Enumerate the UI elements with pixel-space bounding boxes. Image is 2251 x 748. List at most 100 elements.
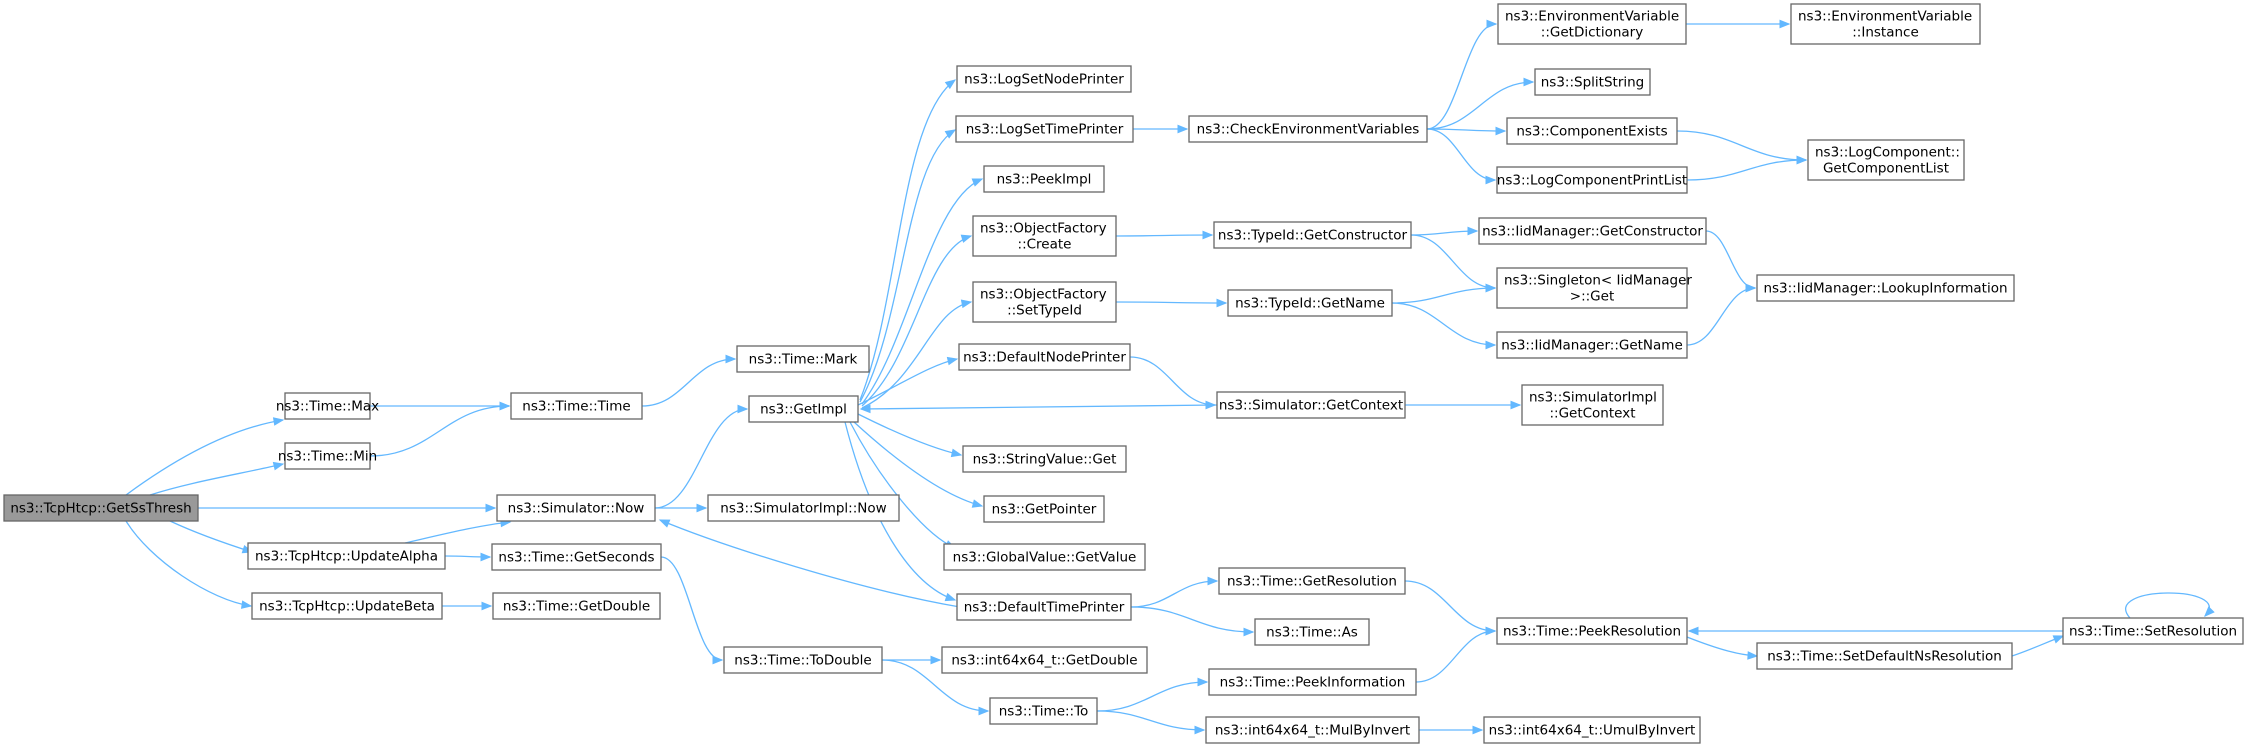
node-umulbyinv[interactable]: ns3::int64x64_t::UmulByInvert <box>1483 716 1701 744</box>
node-label: ns3::int64x64_t::MulByInvert <box>1215 723 1410 739</box>
node-tmark[interactable]: ns3::Time::Mark <box>736 345 870 373</box>
node-tas[interactable]: ns3::Time::As <box>1254 618 1370 646</box>
node-label: ns3::SplitString <box>1541 75 1645 91</box>
edge-tpeekres-to-setdefres <box>1686 636 1759 660</box>
node-box <box>1483 716 1701 744</box>
edge-checkenv-to-logcompprint <box>1426 128 1497 185</box>
node-label: ns3::TcpHtcp::GetSsThresh <box>10 501 191 517</box>
node-box <box>972 215 1117 257</box>
node-label: ns3::PeekImpl <box>997 172 1092 188</box>
node-box <box>1496 331 1688 359</box>
edge-tto-to-tpeekinfo <box>1096 677 1209 712</box>
node-tto[interactable]: ns3::Time::To <box>989 697 1098 725</box>
node-label: ns3::IidManager::LookupInformation <box>1763 281 2007 297</box>
node-getimpl[interactable]: ns3::GetImpl <box>748 395 859 423</box>
node-label: ns3::EnvironmentVariable <box>1798 9 1972 25</box>
node-tmin[interactable]: ns3::Time::Min <box>278 442 377 470</box>
node-upbeta[interactable]: ns3::TcpHtcp::UpdateBeta <box>251 592 443 620</box>
node-setdefres[interactable]: ns3::Time::SetDefaultNsResolution <box>1756 642 2013 670</box>
node-deftime[interactable]: ns3::DefaultTimePrinter <box>956 593 1132 621</box>
node-label: ::Create <box>1018 237 1072 253</box>
node-label: ns3::LogSetNodePrinter <box>964 72 1124 88</box>
edge-getimpl-to-peekimpl <box>861 178 984 405</box>
node-gvget[interactable]: ns3::GlobalValue::GetValue <box>943 543 1146 571</box>
node-box <box>2062 617 2244 645</box>
node-logsetnode[interactable]: ns3::LogSetNodePrinter <box>956 65 1132 93</box>
node-getseconds[interactable]: ns3::Time::GetSeconds <box>491 543 662 571</box>
node-box <box>1205 716 1420 744</box>
node-label: ns3::SimulatorImpl <box>1529 390 1657 406</box>
node-ofcreate[interactable]: ns3::ObjectFactory::Create <box>972 215 1117 257</box>
node-box <box>958 343 1131 371</box>
node-tpeekinfo[interactable]: ns3::Time::PeekInformation <box>1208 668 1417 696</box>
node-box <box>491 543 662 571</box>
node-tsetres[interactable]: ns3::Time::SetResolution <box>2062 617 2244 645</box>
node-mulbyinv[interactable]: ns3::int64x64_t::MulByInvert <box>1205 716 1420 744</box>
node-tgetres[interactable]: ns3::Time::GetResolution <box>1218 567 1406 595</box>
node-envdict[interactable]: ns3::EnvironmentVariable::GetDictionary <box>1497 3 1687 45</box>
edge-getimpl-to-logsetnode <box>859 79 957 401</box>
edge-root-to-simnow <box>198 503 497 513</box>
edge-checkenv-to-splitstr <box>1426 77 1535 130</box>
node-peekimpl[interactable]: ns3::PeekImpl <box>983 165 1105 193</box>
node-defnode[interactable]: ns3::DefaultNodePrinter <box>958 343 1131 371</box>
node-box <box>989 697 1098 725</box>
node-compexists[interactable]: ns3::ComponentExists <box>1506 117 1678 145</box>
node-label: ns3::LogComponentPrintList <box>1497 173 1687 189</box>
node-splitstr[interactable]: ns3::SplitString <box>1534 68 1651 96</box>
node-label: ns3::Time::PeekInformation <box>1220 675 1406 691</box>
edge-upbeta-to-getdouble <box>442 601 493 611</box>
node-iidlookup[interactable]: ns3::IidManager::LookupInformation <box>1756 274 2015 302</box>
node-box <box>943 543 1146 571</box>
node-box <box>983 165 1105 193</box>
node-todouble[interactable]: ns3::Time::ToDouble <box>723 646 883 674</box>
node-iidgetname[interactable]: ns3::IidManager::GetName <box>1496 331 1688 359</box>
node-logsettime[interactable]: ns3::LogSetTimePrinter <box>955 115 1134 143</box>
node-box <box>3 494 199 522</box>
node-box <box>983 495 1105 523</box>
node-label: ns3::int64x64_t::UmulByInvert <box>1489 723 1696 739</box>
node-tidgetctor[interactable]: ns3::TypeId::GetConstructor <box>1213 221 1412 249</box>
node-root[interactable]: ns3::TcpHtcp::GetSsThresh <box>3 494 199 522</box>
node-singleton[interactable]: ns3::Singleton< IidManager >::Get <box>1496 267 1692 309</box>
edge-tto-to-mulbyinv <box>1096 710 1206 735</box>
edge-ttime-to-tmark <box>641 354 737 407</box>
edge-simgetctx-to-getimpl <box>859 404 1218 414</box>
node-upalpha[interactable]: ns3::TcpHtcp::UpdateAlpha <box>247 542 446 570</box>
node-ofsettype[interactable]: ns3::ObjectFactory::SetTypeId <box>972 281 1117 323</box>
node-logcompprint[interactable]: ns3::LogComponentPrintList <box>1496 166 1688 194</box>
node-simimplnow[interactable]: ns3::SimulatorImpl::Now <box>707 494 900 522</box>
node-label: ns3::LogComponent:: <box>1815 145 1960 161</box>
node-ttime[interactable]: ns3::Time::Time <box>510 392 643 420</box>
node-logcompget[interactable]: ns3::LogComponent::GetComponentList <box>1807 139 1965 181</box>
node-simimplctx[interactable]: ns3::SimulatorImpl::GetContext <box>1521 384 1664 426</box>
node-tidgetname[interactable]: ns3::TypeId::GetName <box>1227 289 1393 317</box>
edge-upalpha-to-simnow <box>404 518 512 544</box>
node-label: ns3::int64x64_t::GetDouble <box>951 653 1137 669</box>
node-tmax[interactable]: ns3::Time::Max <box>276 392 379 420</box>
node-checkenv[interactable]: ns3::CheckEnvironmentVariables <box>1188 115 1428 143</box>
node-getdouble[interactable]: ns3::Time::GetDouble <box>492 592 661 620</box>
node-label: ns3::Time::GetSeconds <box>498 550 654 566</box>
edge-tidgetctor-to-iidgetctor <box>1410 226 1479 236</box>
edge-logcompprint-to-logcompget <box>1686 155 1808 181</box>
node-envinst[interactable]: ns3::EnvironmentVariable::Instance <box>1790 3 1981 45</box>
edge-setdefres-to-tsetres <box>2011 635 2065 657</box>
node-iidgetctor[interactable]: ns3::IidManager::GetConstructor <box>1478 217 1707 245</box>
edge-tgetres-to-tpeekres <box>1404 580 1497 636</box>
node-box <box>247 542 446 570</box>
node-tpeekres[interactable]: ns3::Time::PeekResolution <box>1496 617 1688 645</box>
node-box <box>1216 391 1406 419</box>
node-i64getdouble[interactable]: ns3::int64x64_t::GetDouble <box>941 646 1148 674</box>
edge-getimpl-to-ofsettype <box>861 299 973 409</box>
node-getptr[interactable]: ns3::GetPointer <box>983 495 1105 523</box>
node-label: ns3::Time::Time <box>522 399 630 415</box>
node-simnow[interactable]: ns3::Simulator::Now <box>496 494 656 522</box>
node-simgetctx[interactable]: ns3::Simulator::GetContext <box>1216 391 1406 419</box>
edge-ofcreate-to-tidgetctor <box>1115 230 1214 240</box>
node-box <box>1496 166 1688 194</box>
node-label: ns3::Time::Max <box>276 399 379 415</box>
node-label: ::Instance <box>1852 25 1919 41</box>
edge-logsettime-to-checkenv <box>1132 124 1189 134</box>
node-strget[interactable]: ns3::StringValue::Get <box>962 445 1127 473</box>
